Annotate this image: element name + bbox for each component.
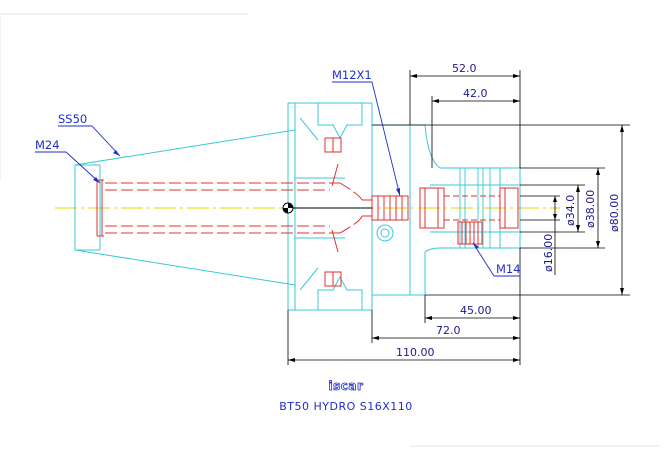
frame-lines <box>0 13 660 447</box>
callout-m12x1: M12X1 <box>332 68 372 82</box>
flange-slots <box>299 117 319 291</box>
brand-logo: iscar <box>329 379 364 393</box>
tool-holder-outline <box>74 102 521 311</box>
dim-52: 52.0 <box>452 62 477 75</box>
dim-dia-34: ø34.0 <box>564 195 577 226</box>
callout-arrows <box>93 150 479 249</box>
dimension-lines <box>287 70 630 365</box>
drive-keys <box>324 137 342 287</box>
thread-m24 <box>96 179 104 237</box>
dim-dia-16: ø16.00 <box>542 234 555 272</box>
dim-dia-80: ø80.00 <box>608 194 621 232</box>
dim-dia-38: ø38.00 <box>584 190 597 228</box>
dimension-arrows <box>288 74 624 362</box>
dim-42: 42.0 <box>463 87 488 100</box>
callout-ss50: SS50 <box>58 112 87 126</box>
dim-110: 110.00 <box>396 346 435 359</box>
callout-m14: M14 <box>496 262 521 276</box>
dim-45: 45.00 <box>460 304 492 317</box>
drawing-caption: BT50 HYDRO S16X110 <box>279 400 413 413</box>
origin-marker-icon <box>282 202 294 214</box>
thread-m14 <box>457 221 483 245</box>
clamp-cavity <box>419 187 519 229</box>
callout-leaders <box>35 81 520 277</box>
dim-72: 72.0 <box>436 324 461 337</box>
callout-m24: M24 <box>35 138 60 152</box>
hidden-lines <box>105 182 372 234</box>
